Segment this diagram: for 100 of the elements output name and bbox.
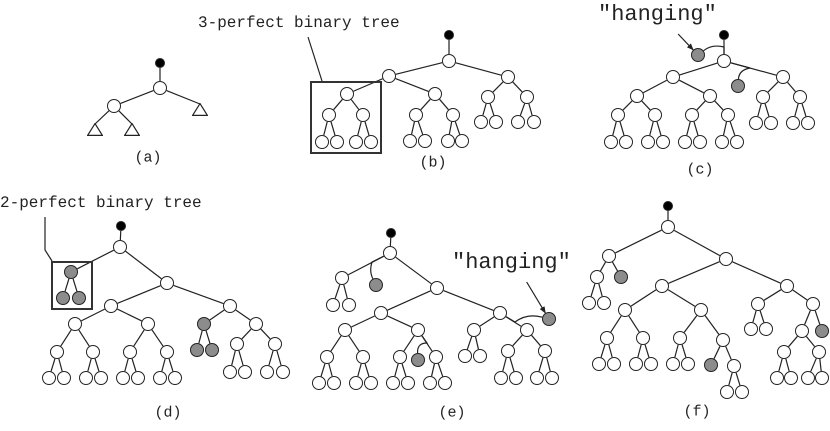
tree-edge — [168, 358, 174, 372]
tree-edge — [133, 330, 145, 346]
tree-edge — [693, 122, 699, 136]
tree-node — [260, 365, 274, 379]
tree-node — [467, 323, 481, 337]
tree-edge — [678, 80, 704, 94]
tree-node — [474, 115, 488, 129]
tree-edge — [668, 289, 696, 307]
tree-node — [801, 371, 815, 385]
tree-edge — [637, 344, 642, 358]
tree-node — [780, 279, 794, 293]
tree-edge — [735, 372, 741, 386]
tree-edge — [728, 372, 733, 386]
tree-edge — [401, 364, 407, 376]
tree-edge — [443, 290, 494, 311]
hanging-link — [370, 256, 384, 279]
tree-edge — [785, 358, 790, 372]
tree-node — [315, 135, 329, 149]
tree-node — [681, 357, 695, 371]
tree-edge — [612, 122, 617, 136]
tree-edge — [668, 261, 720, 284]
tree-node — [644, 357, 658, 371]
tree-edge — [723, 40, 725, 54]
panel-label: (c) — [686, 162, 714, 178]
tree-node — [703, 89, 717, 103]
tree-edge — [125, 250, 162, 280]
tree-edge — [209, 310, 225, 320]
tree-node — [648, 108, 662, 122]
tree-edge — [72, 278, 78, 292]
tree-node — [604, 135, 618, 149]
tree-edge — [531, 334, 541, 346]
tree-node — [618, 303, 632, 317]
tree-edge — [475, 336, 479, 350]
panel-label: (e) — [438, 404, 466, 422]
tree-node — [429, 350, 443, 364]
tree-node — [661, 220, 675, 234]
tree-node — [744, 322, 758, 336]
tree-node — [582, 296, 596, 310]
tree-edge — [395, 256, 432, 284]
tree-node — [656, 135, 670, 149]
arrow — [678, 34, 694, 50]
tree-node — [812, 345, 826, 359]
tree-node — [806, 297, 820, 311]
tree-node — [630, 89, 644, 103]
tree-edge — [600, 344, 606, 358]
tree-edge — [334, 284, 340, 299]
tree-edge — [600, 262, 606, 272]
tree-node — [438, 376, 452, 390]
tree-node — [342, 298, 356, 312]
tree-edge — [794, 104, 799, 116]
tree-edge — [151, 329, 164, 347]
tree-edge — [819, 358, 822, 372]
highlight-frame — [310, 81, 382, 154]
shaded-node — [72, 291, 86, 305]
tree-node — [423, 376, 437, 390]
tree-node — [751, 297, 765, 311]
tree-edge — [764, 104, 770, 116]
tree-edge — [60, 330, 72, 346]
tree-edge — [235, 310, 251, 320]
tree-edge — [704, 315, 720, 335]
tree-node — [602, 249, 616, 263]
tree-node — [249, 317, 263, 331]
tree-node — [520, 323, 534, 337]
tree-edge — [730, 62, 776, 76]
tree-edge — [396, 62, 442, 75]
tree-node — [153, 81, 167, 95]
tree-edge — [81, 308, 105, 322]
tree-node — [349, 135, 363, 149]
shaded-node — [411, 353, 425, 367]
tree-edge — [439, 98, 449, 110]
tree-node — [597, 296, 611, 310]
filled-node — [719, 30, 729, 40]
tree-node — [693, 135, 707, 149]
tree-node — [694, 303, 708, 317]
tree-edge — [752, 310, 757, 322]
tree-node — [442, 54, 456, 68]
tree-edge — [173, 284, 224, 304]
tree-node — [393, 350, 407, 364]
tree-node — [104, 299, 118, 313]
tree-edge — [502, 358, 507, 372]
tree-node — [793, 90, 807, 104]
shaded-node — [205, 343, 219, 357]
leader-line — [307, 36, 323, 82]
tree-edge — [276, 350, 282, 366]
tree-node — [719, 252, 733, 266]
tree-node — [784, 371, 798, 385]
tree-node — [428, 87, 442, 101]
tree-node — [611, 108, 625, 122]
tree-node — [327, 376, 341, 390]
shaded-node — [542, 312, 556, 326]
filled-node — [116, 221, 126, 231]
tree-edge — [492, 82, 504, 92]
tree-node — [600, 331, 614, 345]
tree-edge — [364, 364, 370, 376]
tree-edge — [610, 316, 622, 332]
tree-edge — [418, 121, 424, 135]
tree-edge — [482, 104, 487, 116]
tree-node — [666, 357, 680, 371]
tree-edge — [320, 364, 326, 376]
tree-node — [86, 345, 100, 359]
